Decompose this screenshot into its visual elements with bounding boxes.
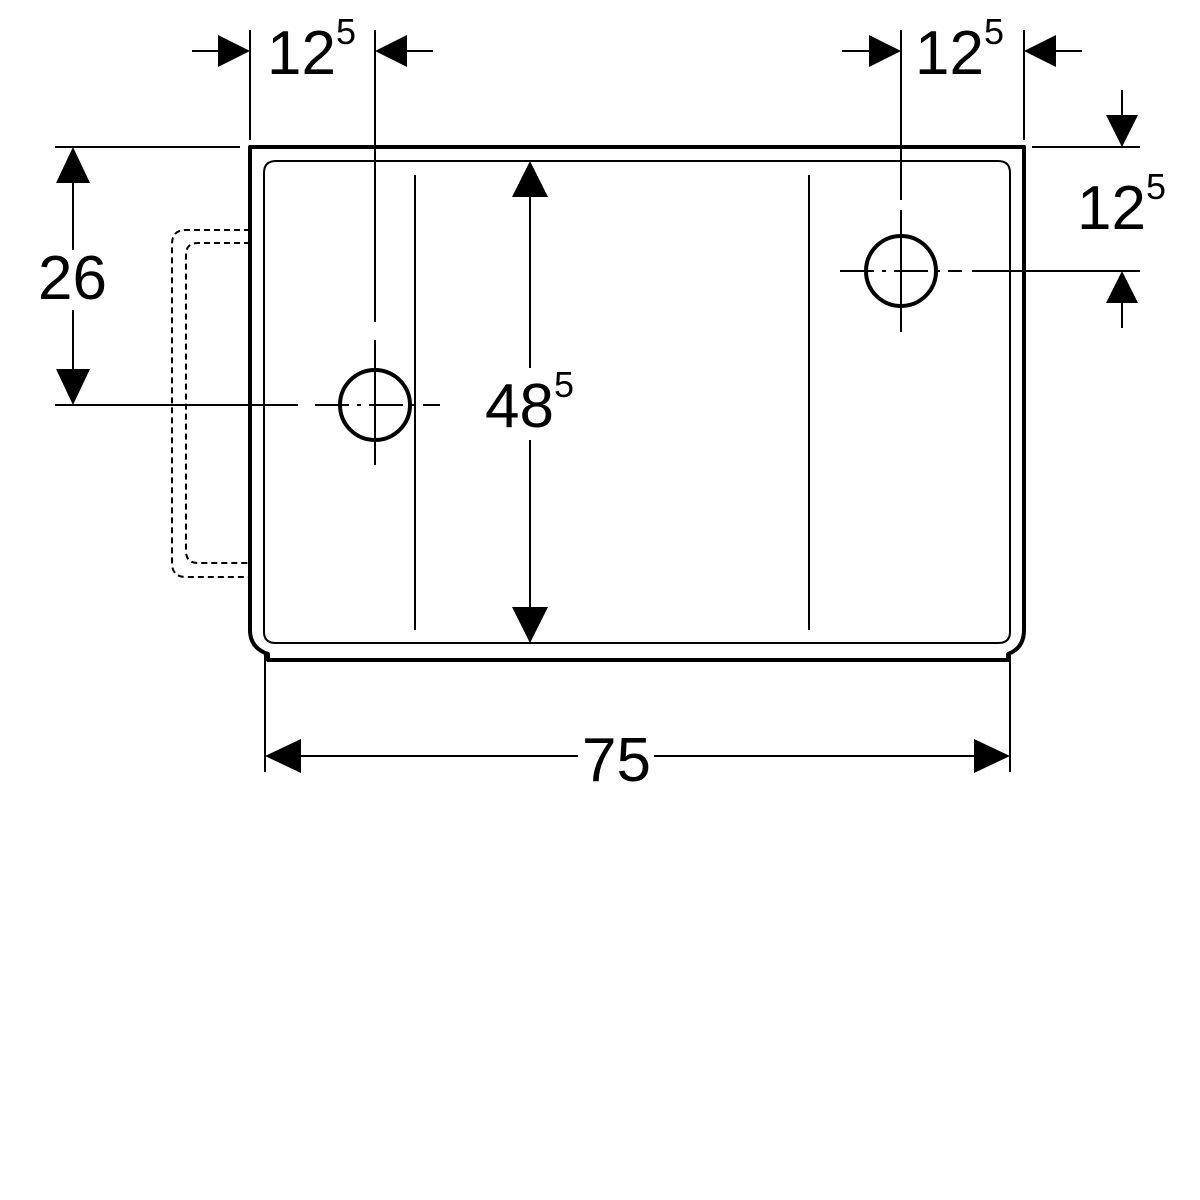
basin-outer-edge <box>248 145 1026 662</box>
dim-right-hole-vertical: 125 <box>1077 90 1166 328</box>
basin-inner-rim <box>263 160 1011 644</box>
tap-hole-right <box>840 210 962 332</box>
towel-rail-hidden <box>171 229 250 578</box>
dim-label-right-hole-horizontal: 125 <box>915 11 1004 88</box>
basin-outline <box>248 145 1026 662</box>
dim-label-overall-width: 75 <box>582 726 651 795</box>
dim-right-hole-horizontal: 125 <box>842 11 1082 88</box>
dim-inner-depth: 485 <box>482 161 582 643</box>
extension-lines <box>55 30 1140 772</box>
dim-label-left-hole-vertical: 26 <box>38 244 107 313</box>
dim-left-hole-horizontal: 125 <box>192 11 433 88</box>
dim-overall-width: 75 <box>265 722 1010 795</box>
dim-left-hole-vertical: 26 <box>36 147 110 405</box>
dim-label-right-hole-vertical: 125 <box>1077 166 1166 243</box>
dim-label-left-hole-horizontal: 125 <box>267 11 356 88</box>
dim-label-inner-depth: 485 <box>485 364 574 441</box>
tap-hole-left <box>315 340 440 465</box>
